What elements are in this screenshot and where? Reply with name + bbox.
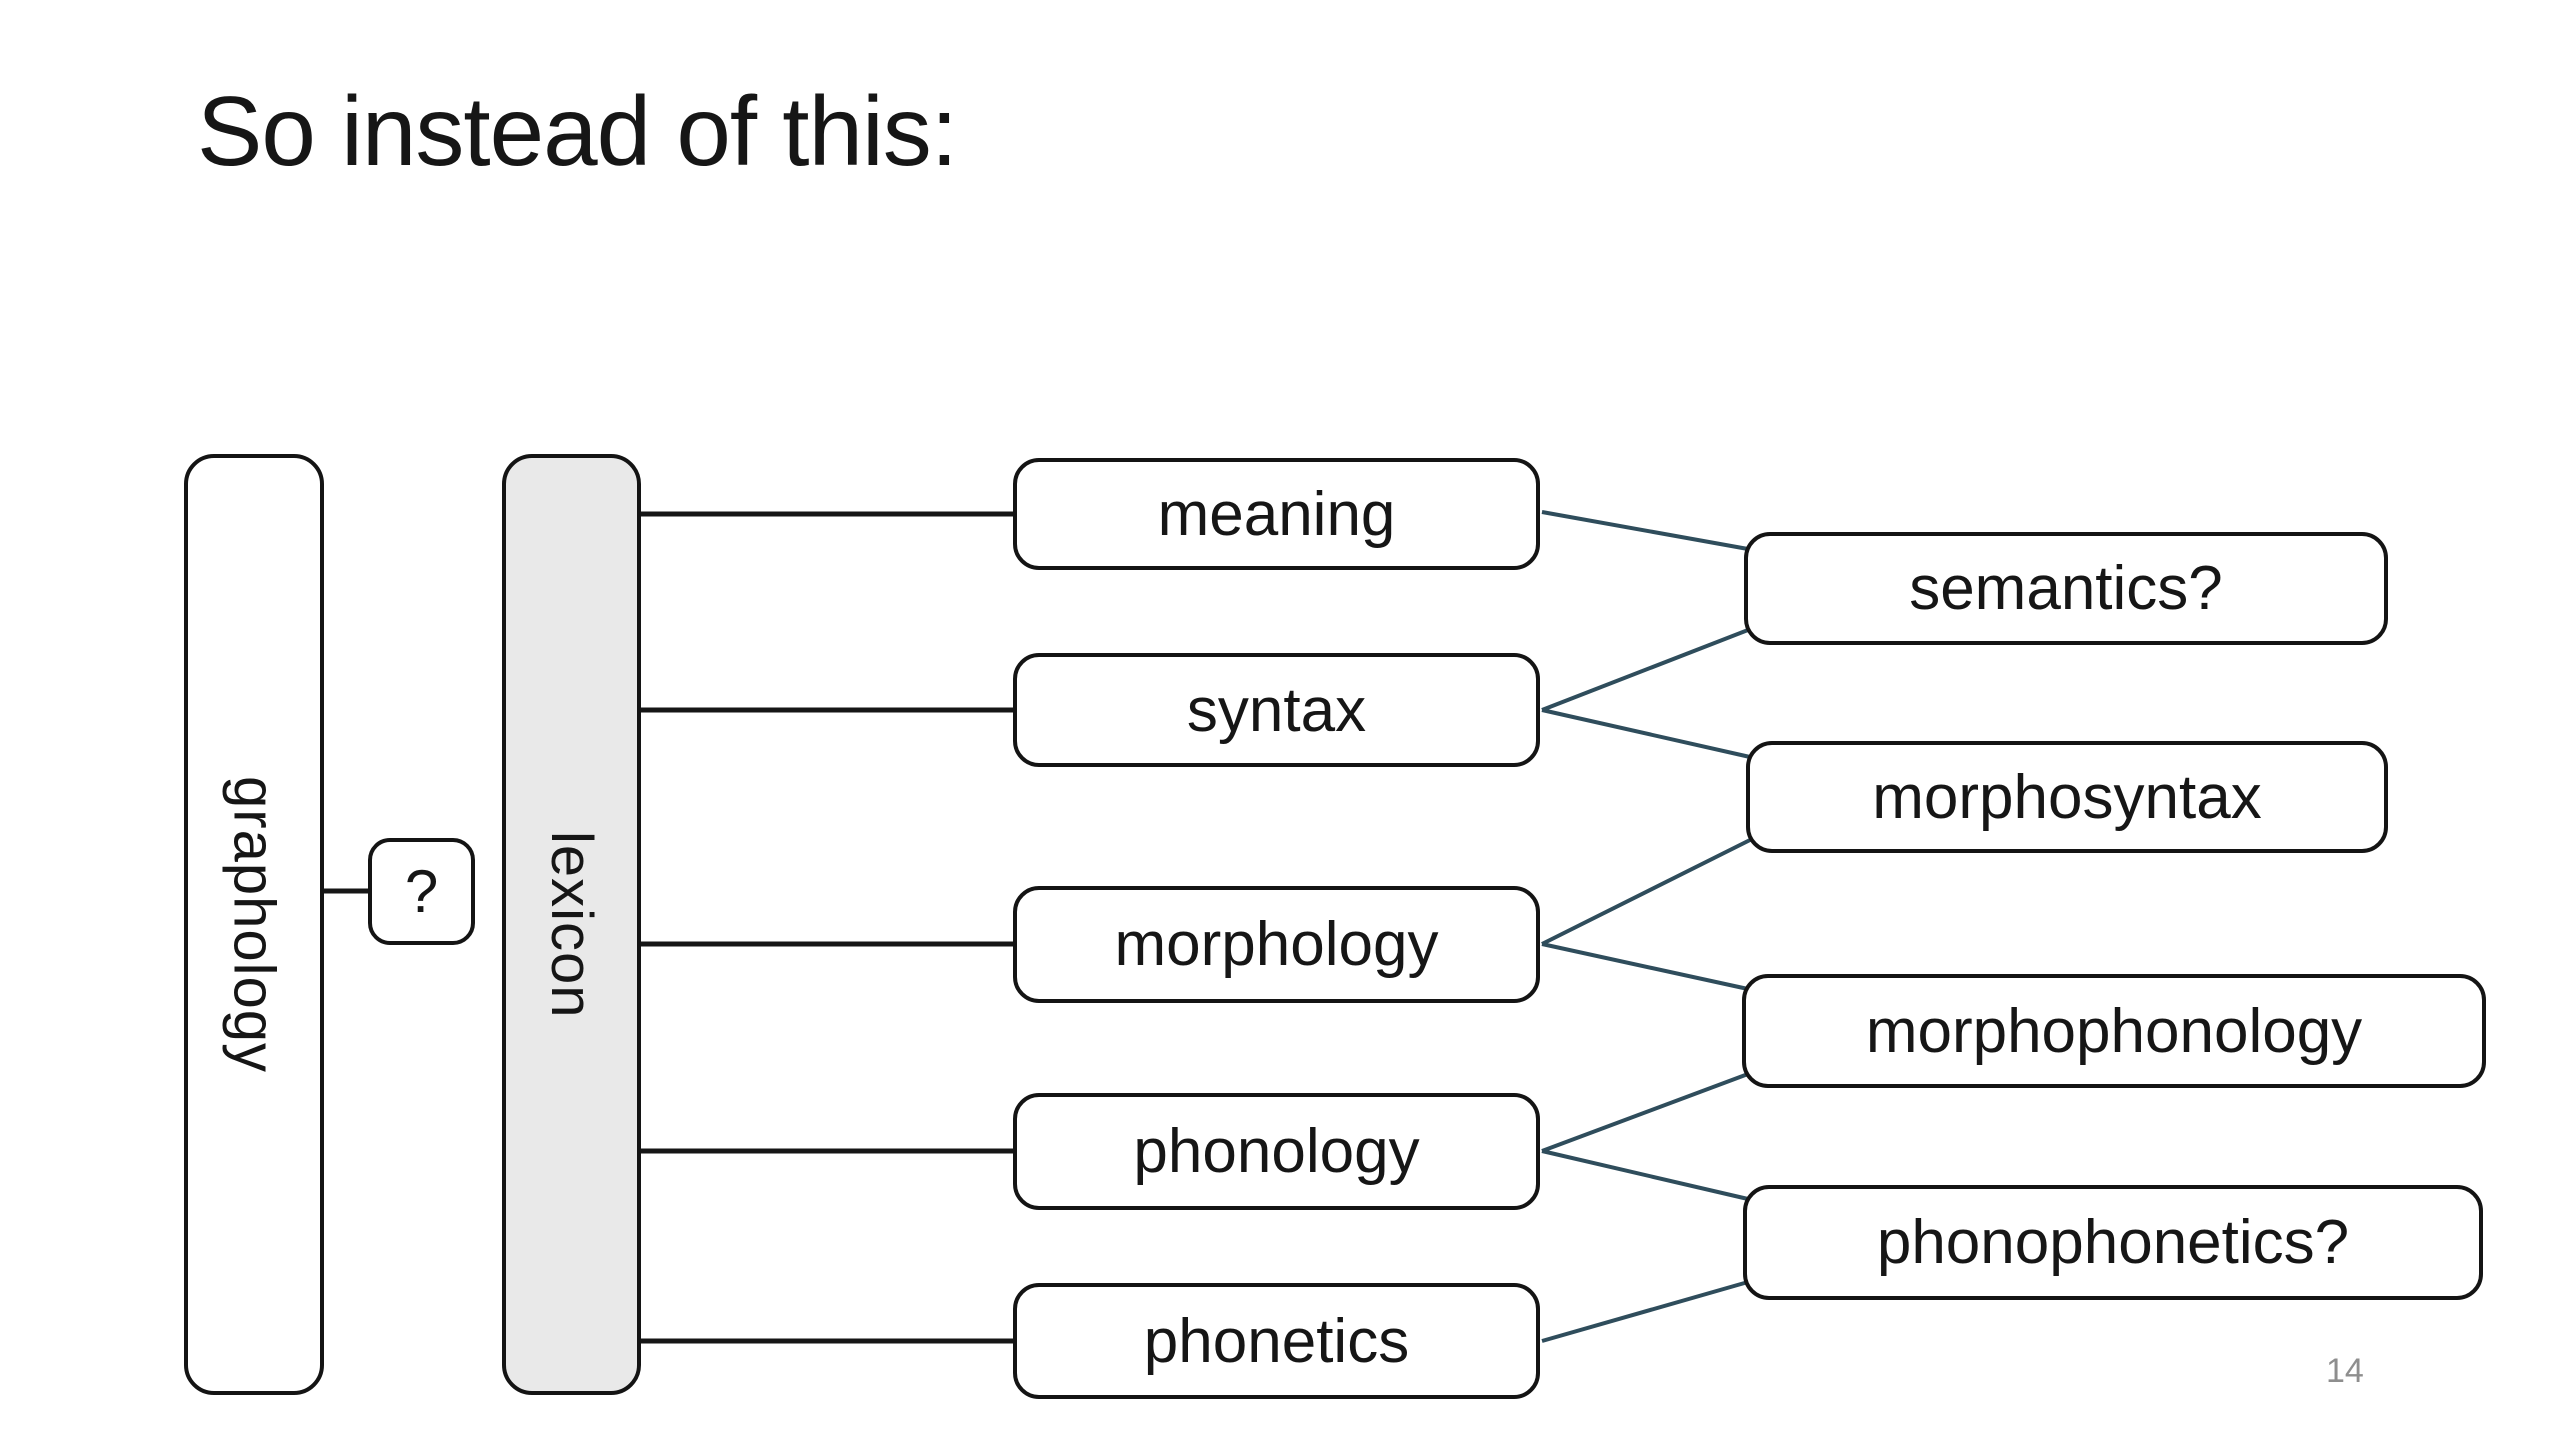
node-graphology-label: graphology	[221, 776, 287, 1073]
node-morphology: morphology	[1013, 886, 1540, 1003]
node-morphophonology: morphophonology	[1742, 974, 2486, 1088]
slide-title: So instead of this:	[197, 76, 958, 186]
edge-phonology-phonophonetics	[1541, 1149, 1749, 1201]
node-phonophonetics-label: phonophonetics?	[1876, 1208, 2350, 1277]
node-semantics: semantics?	[1744, 532, 2388, 645]
node-phonology-label: phonology	[1133, 1117, 1420, 1186]
node-phonetics: phonetics	[1013, 1283, 1540, 1399]
node-phonophonetics: phonophonetics?	[1743, 1185, 2483, 1300]
node-meaning: meaning	[1013, 458, 1540, 570]
node-phonetics-label: phonetics	[1143, 1306, 1410, 1376]
node-meaning-label: meaning	[1157, 479, 1396, 549]
edge-syntax-morphosyntax	[1541, 708, 1751, 759]
edge-phonetics-phonophonetics	[1541, 1280, 1749, 1343]
node-lexicon-label: lexicon	[539, 830, 604, 1019]
edge-phonology-morphophonology	[1541, 1072, 1749, 1153]
node-phonology: phonology	[1013, 1093, 1540, 1210]
edge-syntax-semantics	[1541, 628, 1749, 712]
node-syntax-label: syntax	[1186, 675, 1367, 745]
edge-morphology-morphosyntax	[1541, 838, 1751, 946]
node-question-mark: ?	[368, 838, 475, 945]
node-morphosyntax-label: morphosyntax	[1872, 762, 2262, 832]
node-graphology: graphology	[184, 454, 324, 1395]
node-morphosyntax: morphosyntax	[1746, 741, 2388, 853]
node-morphology-label: morphology	[1114, 910, 1439, 979]
node-semantics-label: semantics?	[1909, 554, 2223, 623]
node-lexicon: lexicon	[502, 454, 641, 1395]
node-question-mark-label: ?	[404, 858, 439, 925]
node-morphophonology-label: morphophonology	[1865, 996, 2363, 1066]
node-syntax: syntax	[1013, 653, 1540, 767]
edge-meaning-semantics	[1541, 510, 1749, 551]
page-number: 14	[2326, 1352, 2364, 1390]
edge-morphology-morphophonology	[1541, 942, 1749, 991]
